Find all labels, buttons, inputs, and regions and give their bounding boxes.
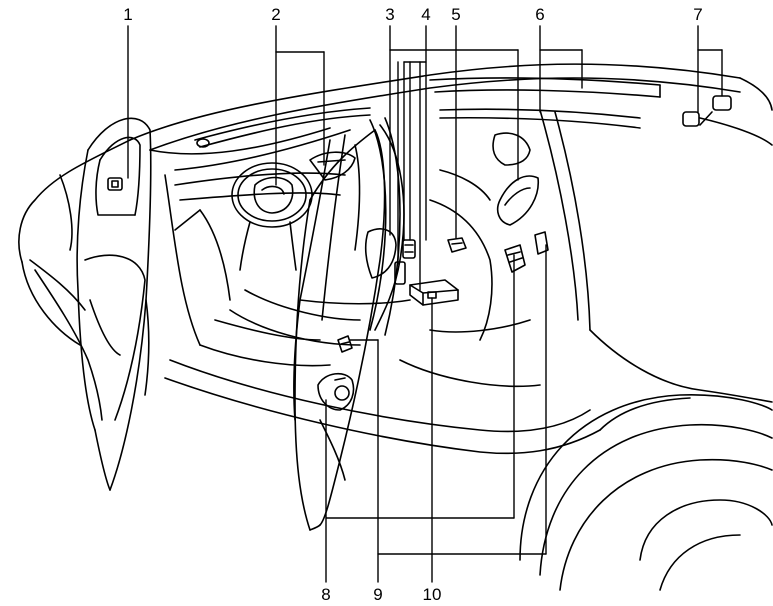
front-seat	[214, 124, 416, 421]
rear-seat	[399, 132, 549, 388]
callout-3: 3	[385, 5, 394, 24]
callout-9: 9	[373, 585, 382, 604]
callout-2: 2	[271, 5, 280, 24]
callout-5: 5	[451, 5, 460, 24]
leader-lines	[127, 25, 723, 583]
callout-labels: 1 2 3 4 5 6 7 8 9 10	[123, 5, 702, 604]
callout-7: 7	[693, 5, 702, 24]
curtain-airbags	[194, 77, 732, 148]
callout-4: 4	[421, 5, 430, 24]
center-control-unit	[409, 279, 459, 306]
callout-10: 10	[423, 585, 442, 604]
car-body	[18, 63, 773, 591]
callout-1: 1	[123, 5, 132, 24]
rear-door	[294, 129, 386, 531]
callout-8: 8	[321, 585, 330, 604]
callout-6: 6	[535, 5, 544, 24]
front-door	[29, 117, 152, 491]
